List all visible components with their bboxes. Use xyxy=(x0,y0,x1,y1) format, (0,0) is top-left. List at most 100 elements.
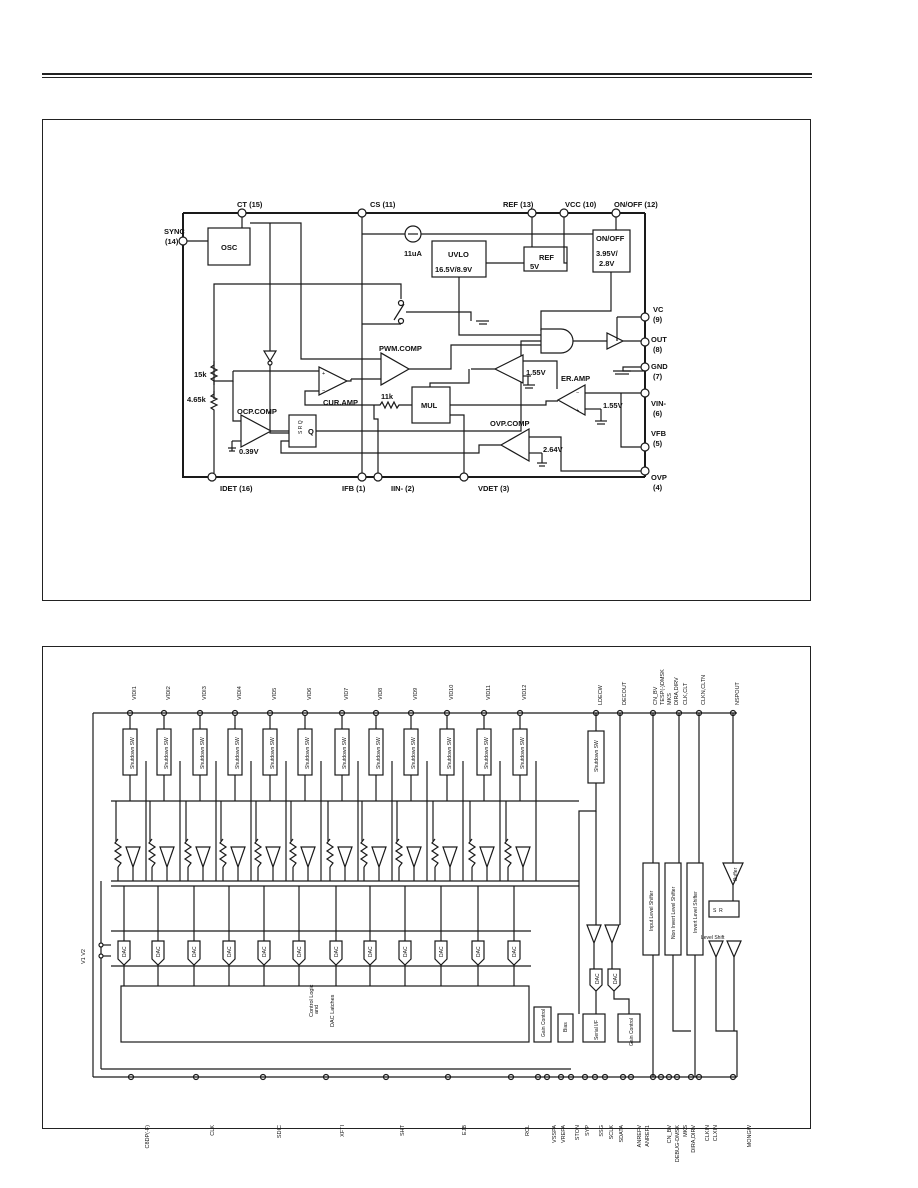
v1-v2-label: V1 V2 xyxy=(81,942,111,964)
svg-text:(8): (8) xyxy=(653,345,663,354)
dac-block xyxy=(363,940,377,966)
svg-text:Level Shift: Level Shift xyxy=(701,935,725,941)
resistor xyxy=(503,838,513,868)
svg-text:5V: 5V xyxy=(530,262,539,271)
pin-vc: VC (9) xyxy=(640,305,664,324)
dac-label: DAC xyxy=(439,946,445,957)
dac-block xyxy=(222,940,236,966)
pin-cs: CS (11) xyxy=(357,200,396,218)
ocp-comparator: OCP.COMP xyxy=(237,407,277,448)
right-top-pin-label: DECOUT xyxy=(622,681,628,705)
bottom-pin-label: STON xyxy=(575,1125,581,1140)
ovp-comparator: OVP.COMP xyxy=(490,419,530,463)
serial-if-block: Serial I/F xyxy=(582,1013,606,1043)
svg-text:Non Invert Level Shifter: Non Invert Level Shifter xyxy=(671,886,677,939)
svg-text:1.55V: 1.55V xyxy=(603,401,623,410)
svg-text:11k: 11k xyxy=(381,392,394,401)
top-pin-label: VID11 xyxy=(486,685,492,700)
mul-block: MUL xyxy=(411,386,451,424)
pin-ref: REF (13) xyxy=(503,200,537,218)
mid-comparator xyxy=(493,354,524,384)
svg-text:(9): (9) xyxy=(653,315,663,324)
bottom-pin-label: VSSPA xyxy=(552,1125,558,1143)
amp-triangle xyxy=(515,846,531,869)
cur-amp: + − CUR.AMP xyxy=(318,366,358,407)
svg-text:VDET (3): VDET (3) xyxy=(478,484,510,493)
svg-text:Gain Control: Gain Control xyxy=(629,1018,635,1046)
svg-text:SYNC: SYNC xyxy=(164,227,185,236)
resistor xyxy=(325,838,335,868)
svg-text:+: + xyxy=(576,408,579,414)
svg-text:3.95V/: 3.95V/ xyxy=(596,249,619,258)
svg-text:DAC: DAC xyxy=(613,973,619,984)
svg-text:IIN- (2): IIN- (2) xyxy=(391,484,415,493)
svg-text:16.5V/8.9V: 16.5V/8.9V xyxy=(435,265,472,274)
amp-triangle xyxy=(337,846,353,869)
svg-text:UVLO: UVLO xyxy=(448,250,469,259)
dac-block xyxy=(398,940,412,966)
resistor xyxy=(288,838,298,868)
shutdown-label: Shutdown SW xyxy=(376,737,382,769)
svg-text:GND: GND xyxy=(651,362,668,371)
current-source: 11uA xyxy=(404,225,423,258)
shutdown-label: Shutdown SW xyxy=(342,737,348,769)
top-pin-label: VID10 xyxy=(449,685,455,700)
bottom-pin-label: ANREF1 xyxy=(645,1125,651,1147)
svg-text:−: − xyxy=(576,390,579,396)
right-top-pin-label: CLK,CLT xyxy=(683,682,689,705)
dac-block xyxy=(329,940,343,966)
bottom-pin-label: DIRA,DIRV xyxy=(691,1125,697,1153)
resistor xyxy=(113,838,123,868)
svg-text:DAC: DAC xyxy=(595,973,601,984)
bottom-pin-label: SYP xyxy=(585,1125,591,1136)
dac-block xyxy=(151,940,165,966)
amp-triangle xyxy=(195,846,211,869)
svg-text:Serial I/F: Serial I/F xyxy=(594,1020,600,1040)
right-top-pin-label: TESP(-)DMSK xyxy=(660,669,666,705)
bottom-pin-label: SDATA xyxy=(619,1125,625,1143)
bottom-pin-label: SHT xyxy=(400,1124,406,1136)
ref-block: REF 5V xyxy=(523,246,568,272)
resistor xyxy=(467,838,477,868)
right-top-pin-label: LDECW xyxy=(598,684,604,705)
svg-text:OVP.COMP: OVP.COMP xyxy=(490,419,529,428)
pin-ovp: OVP (4) xyxy=(640,466,667,492)
resistor xyxy=(359,838,369,868)
amp-triangle xyxy=(300,846,316,869)
latch-amps: Level Shift xyxy=(701,935,742,959)
pin-onoff: ON/OFF (12) xyxy=(611,200,658,218)
svg-text:V1 V2: V1 V2 xyxy=(81,949,87,964)
resistor xyxy=(253,838,263,868)
svg-text:VIN-: VIN- xyxy=(651,399,667,408)
and-gate xyxy=(540,328,574,354)
svg-text:S R: S R xyxy=(713,908,723,914)
inverter xyxy=(262,350,278,366)
er-amp: ER.AMP − + xyxy=(556,374,590,417)
bottom-pin-label: SCLK xyxy=(609,1125,615,1140)
dac-right-pair: DAC DAC xyxy=(589,968,621,992)
svg-text:(14): (14) xyxy=(165,237,179,246)
bottom-pin-label: C8DP(-F) xyxy=(145,1125,151,1149)
svg-text:Buffer: Buffer xyxy=(733,867,739,881)
svg-text:1.55V: 1.55V xyxy=(526,368,546,377)
bottom-pin-label: MONGW xyxy=(747,1124,753,1147)
top-bus xyxy=(182,213,645,478)
svg-text:4.65k: 4.65k xyxy=(187,395,207,404)
dac-label: DAC xyxy=(403,946,409,957)
svg-text:and: and xyxy=(314,1005,320,1014)
amp-right-pair xyxy=(586,924,620,945)
dac-block xyxy=(434,940,448,966)
pin-idet: IDET (16) xyxy=(207,472,253,493)
resistor xyxy=(218,838,228,868)
amp-triangle xyxy=(159,846,175,869)
input-level-shifter: Input Level Shifter xyxy=(642,862,660,956)
